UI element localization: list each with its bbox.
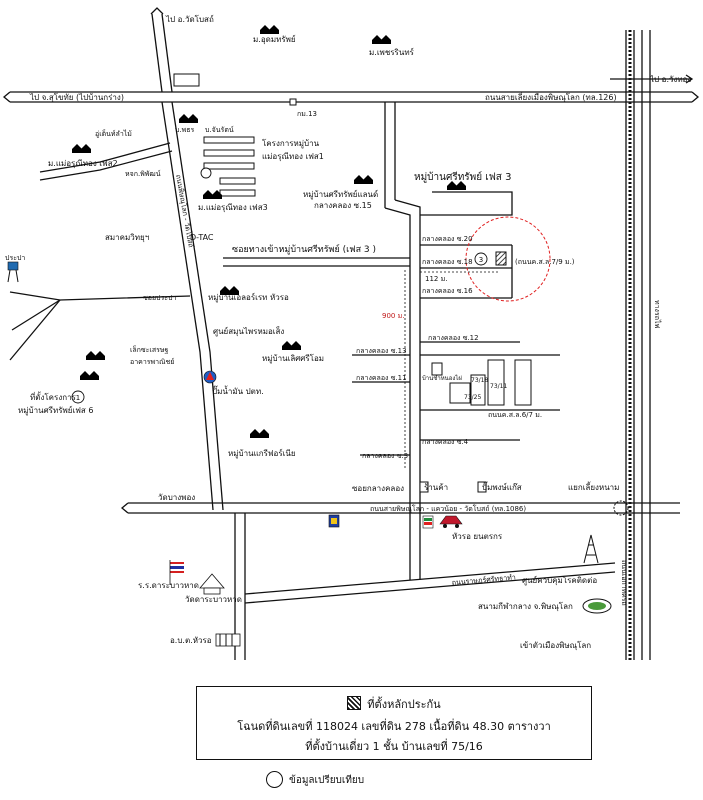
- thai-flag-icon: [169, 560, 184, 585]
- project-marker-3-label: 3: [479, 256, 483, 264]
- label-gas-station: ปั๊มพงษ์แก๊ส: [482, 481, 522, 492]
- map-labels: ไป อ.วัดโบสถ์ ม.อุดมทรัพย์ ม.เพชรรินทร์ …: [5, 14, 691, 650]
- label-intersection: แยกเลี้ยงหนาม: [568, 481, 619, 492]
- building-icon: [215, 633, 241, 647]
- project-marker-3: [474, 252, 488, 266]
- label-bypass-road: ถนนสายเลี่ยงเมืองพิษณุโลก (ทล.126): [485, 91, 617, 102]
- label-soi-entrance: ซอยทางเข้าหมู่บ้านศรีทรัพย์ (เฟส 3 ): [232, 243, 376, 255]
- gas-station-icon: [203, 370, 217, 384]
- target-radius-circle: [465, 216, 551, 302]
- label-dist-112: 112 ม.: [425, 275, 447, 283]
- label-to-city: เข้าตัวเมืองพิษณุโลก: [520, 640, 591, 650]
- label-stadium: สนามกีฬากลาง จ.พิษณุโลก: [478, 601, 573, 611]
- label-klangklong12: กลางคลอง ซ.12: [428, 334, 479, 342]
- label-klangklong15: กลางคลอง ซ.15: [314, 201, 372, 210]
- label-klangklong13: กลางคลอง ซ.13: [356, 347, 407, 355]
- label-lot-c: 73/25: [464, 394, 481, 401]
- label-rail2: ถนนเอกาทศรถ: [620, 560, 628, 606]
- legend-deed: โฉนดที่ดินเลขที่ 118024 เลขที่ดิน 278 เน…: [237, 720, 551, 733]
- label-moo-phetcharin: ม.เพชรรินทร์: [369, 47, 415, 57]
- label-rail: ทางรถไฟ: [653, 300, 662, 328]
- label-project-maewon1: โครงการหมู่บ้าน: [262, 138, 320, 149]
- legend-collateral: ที่ตั้งหลักประกัน: [367, 698, 441, 711]
- label-lek-seng: เล็กซะเสรษฐ: [130, 345, 168, 354]
- label-gas-ptt: ปั๊มน้ำมัน ปตท.: [212, 385, 264, 396]
- label-to-sukhothai: ไป จ.สุโขทัย (ไปบ้านกร่าง): [29, 92, 124, 102]
- temple-icon: [199, 573, 225, 595]
- seven-eleven-icon: [422, 515, 434, 529]
- label-moo-garden: หมู่บ้านแกรีฟอร์เนีย: [228, 448, 296, 459]
- label-hospital: อ.บ.ต.หัวรอ: [170, 636, 212, 645]
- label-vocational: ศูนย์ควบคุมโรคติดต่อ: [522, 575, 597, 586]
- police-badge-icon: [328, 514, 340, 528]
- label-project-6: ที่ตั้งโครงการ: [30, 391, 77, 402]
- label-moo-ellert: หมู่บ้านเอลอร์เรท หัวรอ: [208, 292, 289, 303]
- house-cluster-icons: [72, 25, 466, 438]
- label-km13: กม.13: [297, 110, 317, 118]
- label-klangklong11: กลางคลอง ซ.11: [356, 374, 407, 382]
- hatch-pattern-icon: [347, 696, 362, 710]
- label-ban-nongkhrai: บ้านชำหนองไผ่: [422, 374, 462, 382]
- label-klangklong16: กลางคลอง ซ.16: [422, 287, 473, 295]
- label-moo-maewon3: ม.แม่อรุณีทอง เฟส3: [198, 203, 268, 212]
- label-project-maewon1b: แม่อรุณีทอง เฟส1: [262, 152, 324, 161]
- label-to-wang-thong: ไป อ.วังทอง: [649, 75, 691, 84]
- label-hua-ro: หัวรอ ยนตรกร: [452, 532, 503, 541]
- legend-box: ที่ตั้งหลักประกัน โฉนดที่ดินเลขที่ 11802…: [196, 686, 592, 760]
- collateral-plot: [495, 251, 507, 266]
- label-shop: ร้านค้า: [424, 483, 448, 492]
- label-soi-prapa: ซอยประปา: [143, 294, 176, 302]
- label-school: ร.ร.ดาระบาวหาด: [138, 581, 199, 590]
- label-dist-900: 900 ม.: [382, 312, 404, 320]
- project-marker-1-label: 1: [76, 394, 80, 402]
- label-moo-maewon2: ม.แม่อรุณีทอง เฟส2: [48, 159, 118, 168]
- legend-collateral-row: ที่ตั้งหลักประกัน: [197, 695, 591, 713]
- label-phuang-kaew: หจก.พิพัฒน์: [125, 170, 161, 178]
- label-moo-sriumporn: หมู่บ้านเลิศศรีโอม: [262, 353, 324, 364]
- car-icon: [439, 515, 463, 528]
- label-lot-a: 73/18: [471, 377, 488, 384]
- roads: [2, 7, 700, 660]
- label-samakhom: สมาคมวิทยุฯ: [105, 233, 149, 242]
- water-tower-icon: [7, 261, 19, 283]
- label-small-b: บ.จันรัตน์: [205, 126, 234, 134]
- project-marker-1: [71, 390, 85, 404]
- label-main-road: ถนนสายพิษณุโลก - แควน้อย - วัดโบสถ์ (ทล.…: [370, 504, 526, 513]
- stadium-icon: [582, 598, 612, 614]
- label-lot-b: 73/11: [490, 383, 507, 390]
- legend-comparison: ข้อมูลเปรียบเทียบ: [289, 775, 365, 786]
- label-klangklong18: กลางคลอง ซ.18: [422, 258, 473, 266]
- radio-tower-icon: [583, 534, 599, 564]
- label-d-tac: D-TAC: [190, 233, 214, 242]
- label-ou-tum: อู่เต็นท์ลำไม้: [95, 129, 132, 138]
- label-to-wat-bot: ไป อ.วัดโบสถ์: [165, 14, 214, 24]
- label-wat-school: วัดดาระบาวหาด: [185, 595, 242, 604]
- label-klangklong3: กลางคลอง ซ.3: [362, 452, 408, 460]
- intersection-marker-icon: [613, 500, 629, 516]
- label-moo-srisap6: หมู่บ้านศรีทรัพย์เฟส 6: [18, 405, 93, 416]
- label-road-67: ถนนค.ส.ล.6/7 ม.: [488, 411, 542, 419]
- label-moo-srisap3: หมู่บ้านศรีทรัพย์ เฟส 3: [414, 171, 511, 183]
- label-soi-klangklong: ซอยกลางคลอง: [352, 484, 404, 493]
- legend-house: ที่ตั้งบ้านเดี่ยว 1 ชั้น บ้านเลขที่ 75/1…: [305, 740, 483, 753]
- label-prapa: ประปา: [5, 254, 25, 262]
- label-moo-srisap-land: หมู่บ้านศรีทรัพย์แลนด์: [303, 189, 378, 200]
- label-arkarn: อาคารพาณิชย์: [130, 358, 174, 366]
- comparison-circle-icon: [266, 771, 283, 788]
- project-marker-2: [200, 167, 212, 179]
- buildings: [173, 73, 532, 493]
- label-wat-bang: วัดบางพอง: [158, 493, 195, 502]
- label-road-74: (ถนนค.ส.ล.7/9 ม.): [515, 258, 575, 266]
- label-moo-udom: ม.อุดมทรัพย์: [253, 34, 296, 44]
- label-small-a: บ.พธร: [175, 126, 195, 134]
- label-health-center: ศูนย์สมุนไพรหมอเส็ง: [213, 326, 284, 337]
- label-klangklong20: กลางคลอง ซ.20: [422, 235, 473, 243]
- label-klangklong4: กลางคลอง ซ.4: [422, 438, 469, 446]
